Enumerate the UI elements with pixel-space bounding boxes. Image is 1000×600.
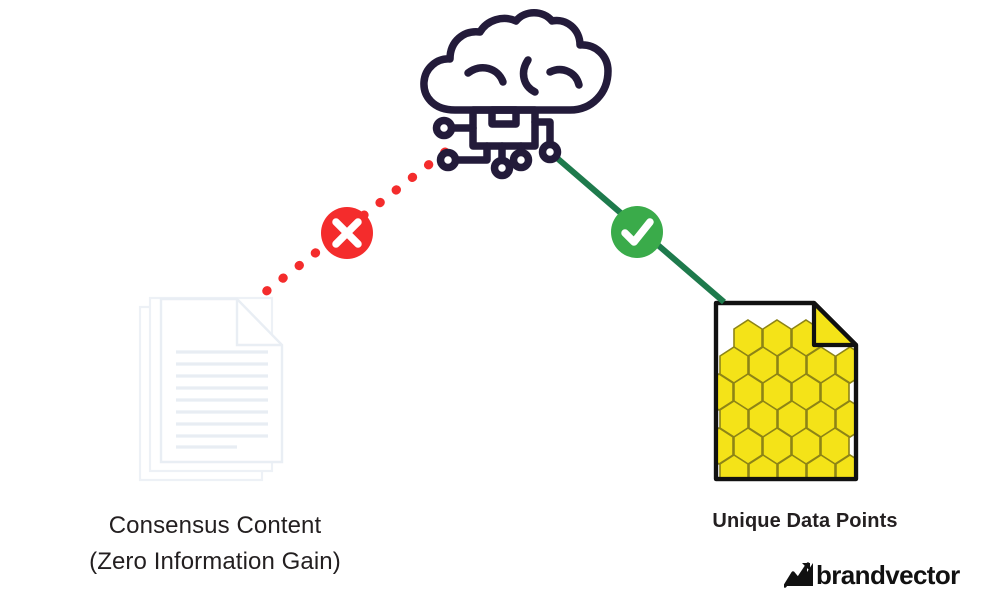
success-badge-circle — [611, 206, 663, 258]
node-left-upper — [432, 116, 456, 140]
right-node-label: Unique Data Points — [712, 510, 898, 532]
success-check-badge — [611, 206, 663, 258]
document-fold-corner — [235, 299, 282, 347]
cloud-swirl-mid — [519, 56, 539, 96]
node-mid-right — [509, 148, 533, 172]
check-mark-icon — [621, 218, 654, 246]
node-right — [538, 140, 562, 164]
honeycomb-document-icon — [713, 300, 859, 482]
document-sheet-front — [159, 297, 284, 464]
upward-trend-arrow-icon — [784, 562, 813, 588]
x-mark-icon — [332, 218, 362, 248]
ai-cloud-circuit-icon — [420, 9, 612, 180]
cloud-swirl-right — [546, 65, 583, 89]
brandvector-logo: brandvector — [784, 560, 960, 590]
node-center — [490, 156, 514, 180]
trace-left-lower — [452, 142, 491, 164]
left-node-label: Consensus Content (Zero Information Gain… — [0, 508, 430, 580]
chip-body — [469, 106, 539, 150]
cloud-outline — [420, 9, 612, 114]
document-text-lines — [176, 350, 268, 449]
left-node-label-line2: (Zero Information Gain) — [89, 548, 341, 575]
trace-right — [531, 118, 554, 148]
honeycomb-grid — [716, 319, 856, 479]
node-left-lower — [436, 148, 460, 172]
brandvector-logo-text: brandvector — [816, 560, 960, 590]
document-outline — [713, 300, 859, 482]
error-x-badge — [321, 207, 373, 259]
cloud-swirl-left — [464, 64, 507, 86]
stacked-documents-icon — [138, 296, 284, 482]
left-node-label-line1: Consensus Content — [108, 512, 322, 539]
chip-core — [488, 106, 520, 128]
